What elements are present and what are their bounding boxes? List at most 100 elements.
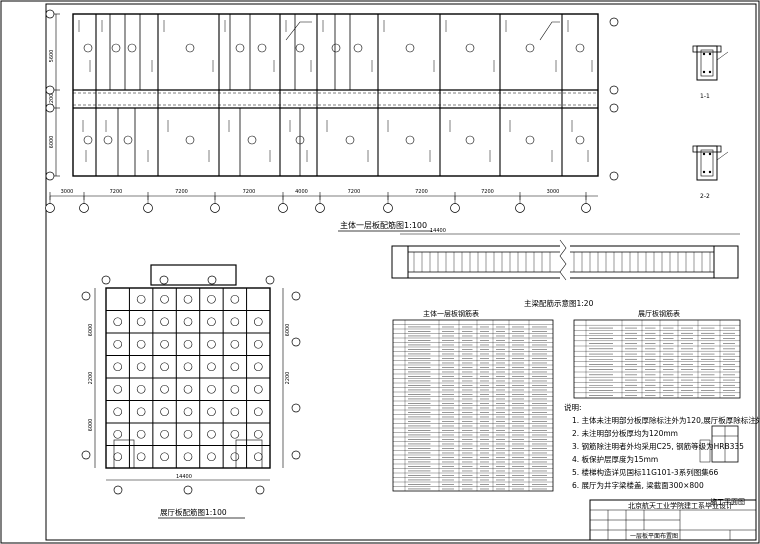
hall-slab-mark — [183, 294, 193, 304]
hall-slab-mark — [253, 384, 263, 394]
hall-plan-title: 展厅板配筋图1:100 — [160, 507, 227, 517]
hall-slab-mark — [136, 407, 146, 417]
dim-bay-5: 4000 — [295, 189, 308, 195]
axis-bubble — [45, 103, 55, 113]
stamp-text: 施工平面图 — [710, 497, 745, 506]
hall-slab-mark — [230, 407, 240, 417]
hall-slab-mark — [183, 384, 193, 394]
slab-mark — [525, 43, 535, 53]
hall-dim-width: 14400 — [176, 474, 192, 480]
axis-bubble — [278, 203, 288, 213]
hall-dim-right-1: 6000 — [285, 324, 291, 337]
hall-slab-mark — [113, 362, 123, 372]
stair-mark — [539, 21, 560, 41]
beam-span-dim: 14400 — [430, 228, 446, 234]
axis-bubble — [315, 203, 325, 213]
dim-left-1: 5600 — [49, 50, 55, 63]
slab-mark — [111, 43, 121, 53]
axis-bubble — [265, 275, 275, 285]
hall-slab-mark — [160, 339, 169, 349]
sheet-inner-border — [45, 3, 757, 541]
table-frame — [573, 319, 741, 399]
hall-slab-mark — [253, 339, 263, 349]
dim-bay-7: 7200 — [415, 189, 428, 195]
hall-slab-mark — [253, 452, 263, 462]
hall-slab-mark — [253, 429, 263, 439]
hall-slab-mark — [136, 317, 146, 327]
section-detail-1-1: 1-1 — [692, 45, 729, 100]
dim-bay-8: 7200 — [481, 189, 494, 195]
slab-mark — [575, 135, 585, 145]
hall-slab-mark — [207, 339, 216, 349]
dim-bay-1: 3000 — [61, 189, 74, 195]
hall-dim-left-3: 6000 — [88, 419, 94, 432]
hall-slab-mark — [230, 317, 240, 327]
slab-mark — [295, 43, 305, 53]
table-hall-title: 展厅板钢筋表 — [638, 309, 680, 318]
hall-slab-mark — [183, 452, 193, 462]
axis-bubble — [143, 203, 153, 213]
dim-bay-6: 7200 — [348, 189, 361, 195]
slab-mark — [235, 43, 245, 53]
section-label-1-1: 1-1 — [700, 93, 710, 100]
axis-bubble — [81, 450, 91, 460]
design-notes: 说明: 1. 主体未注明部分板厚除标注外为120,展厅板厚除标注外为320 2.… — [564, 402, 760, 490]
hall-slab-mark — [160, 452, 169, 462]
axis-bubble — [609, 17, 619, 27]
slab-mark — [127, 43, 137, 53]
hall-slab-mark — [113, 317, 123, 327]
hall-slab-mark — [207, 362, 216, 372]
column-detail-sketch — [699, 425, 739, 463]
slab-mark — [123, 135, 133, 145]
hall-slab-mark — [230, 429, 240, 439]
axis-bubble — [45, 171, 55, 181]
note-3: 3. 钢筋除注明者外均采用C25, 钢筋等级为HRB335 — [572, 441, 744, 451]
rebar-table-hall — [573, 319, 741, 399]
axis-bubble — [291, 291, 301, 301]
slab-mark — [525, 135, 535, 145]
slab-mark — [185, 43, 195, 53]
slab-mark — [345, 135, 355, 145]
title-block: 北京航天工业学院建工系毕业设计 一层板平面布置图 — [589, 499, 757, 541]
note-2: 2. 未注明部分板厚均为120mm — [572, 428, 678, 438]
note-5: 5. 楼梯构造详见国标11G101-3系列图集66 — [572, 467, 718, 477]
axis-bubble — [79, 203, 89, 213]
dim-bay-4: 7200 — [243, 189, 256, 195]
note-4: 4. 板保护层厚度为15mm — [572, 454, 658, 464]
slab-mark — [83, 135, 93, 145]
slab-mark — [83, 43, 93, 53]
hall-slab-mark — [160, 362, 169, 372]
axis-bubble — [609, 85, 619, 95]
axis-bubble — [291, 450, 301, 460]
slab-mark — [257, 43, 267, 53]
note-1: 1. 主体未注明部分板厚除标注外为120,展厅板厚除标注外为320 — [572, 415, 760, 425]
hall-slab-mark — [253, 317, 263, 327]
hall-slab-mark — [230, 384, 240, 394]
note-6: 6. 展厅为井字梁楼盖, 梁截面300×800 — [572, 480, 704, 490]
slab-mark — [103, 135, 113, 145]
axis-bubble — [183, 485, 193, 495]
axis-bubble — [113, 485, 123, 495]
slab-mark — [465, 43, 475, 53]
hall-slab-mark — [183, 339, 193, 349]
hall-slab-mark — [136, 452, 146, 462]
slab-mark — [575, 43, 585, 53]
axis-bubble — [81, 291, 91, 301]
stair-mark — [285, 21, 312, 41]
title-block-school: 北京航天工业学院建工系毕业设计 — [628, 501, 733, 510]
hall-slab-mark — [136, 362, 146, 372]
notes-heading: 说明: — [564, 402, 582, 412]
stair-outline — [235, 439, 263, 469]
hall-slab-mark — [113, 339, 123, 349]
axis-bubble — [255, 485, 265, 495]
dim-bay-3: 7200 — [175, 189, 188, 195]
hall-slab-mark — [207, 429, 216, 439]
stair-outline — [113, 439, 135, 469]
hall-slab-mark — [113, 429, 123, 439]
slab-mark — [295, 135, 305, 145]
hall-slab-mark — [160, 317, 169, 327]
slab-mark — [185, 135, 195, 145]
hall-slab-mark — [207, 407, 216, 417]
